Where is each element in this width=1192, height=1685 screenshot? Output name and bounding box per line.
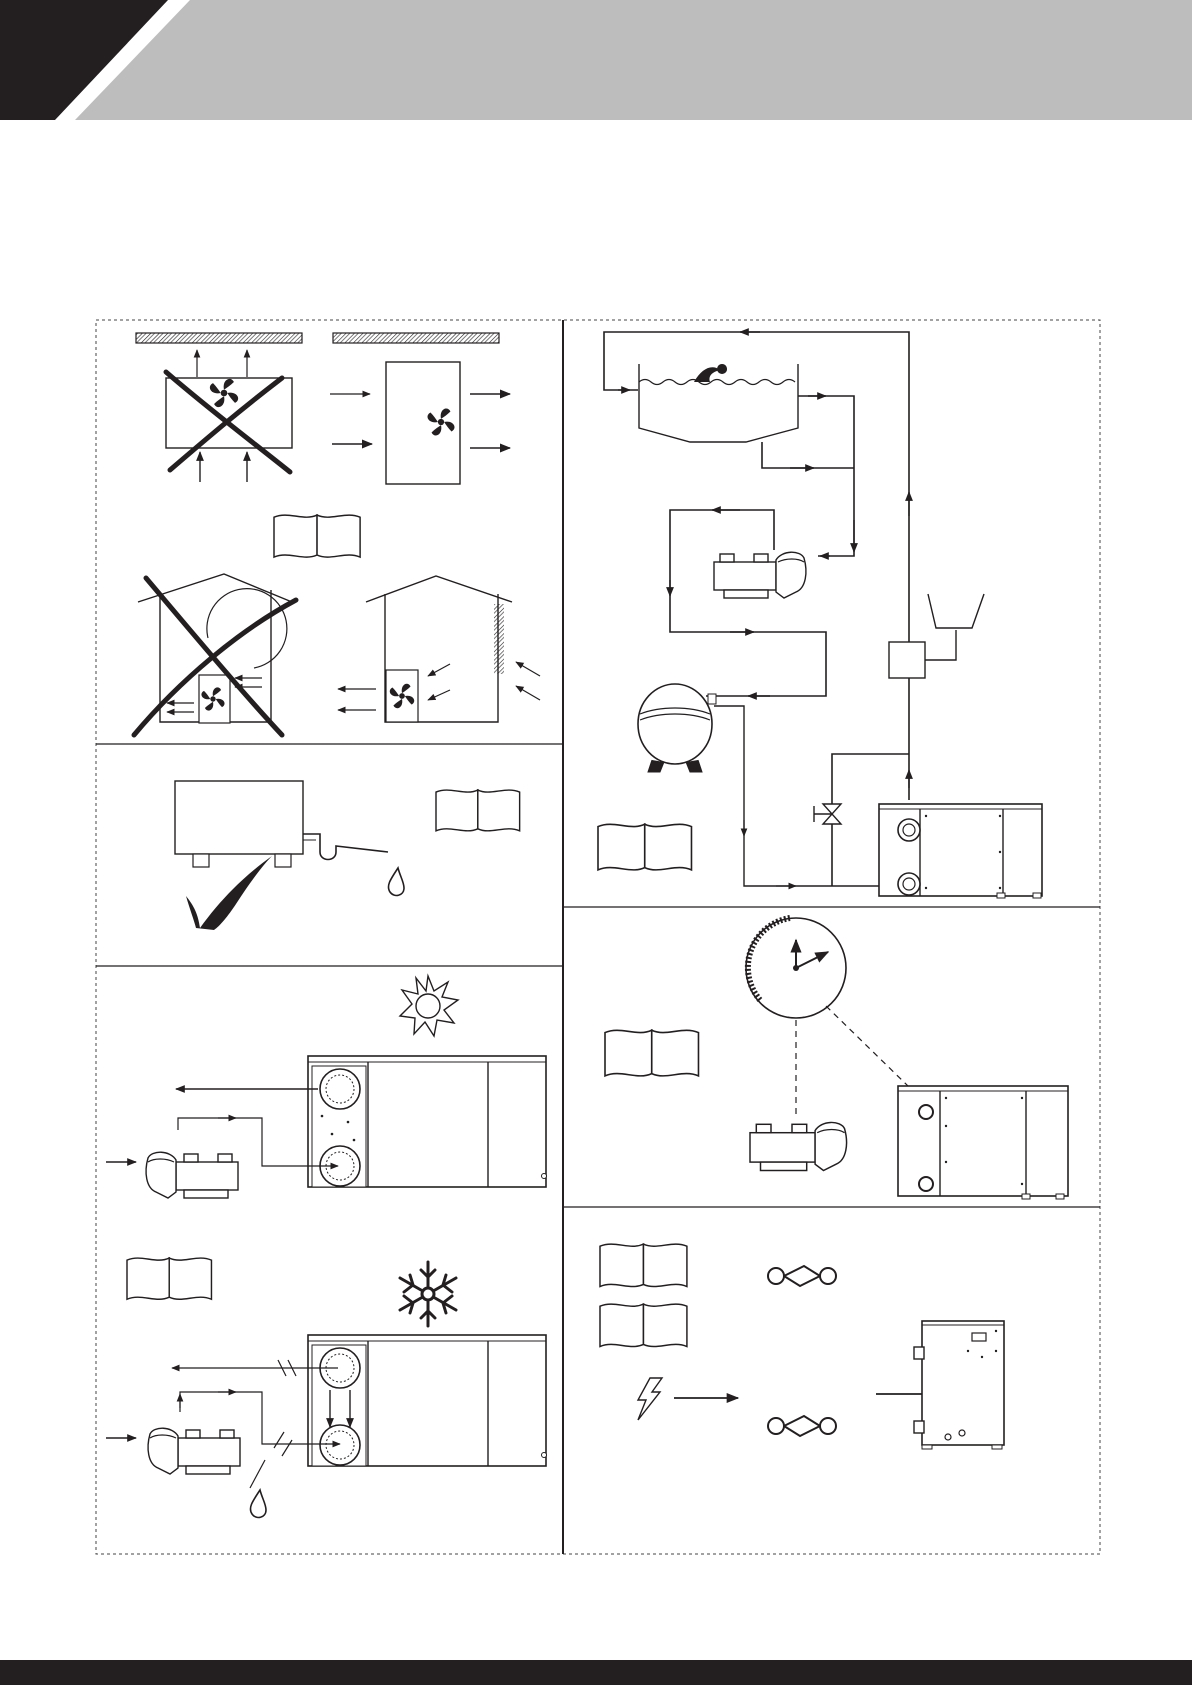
heat-pump-icon xyxy=(879,804,1042,898)
wall-hatch-icon xyxy=(494,604,504,674)
manual-book-icon xyxy=(600,1304,687,1346)
pump-icon xyxy=(146,1152,238,1198)
drain-pipe-icon xyxy=(303,834,388,860)
heat-pump-back-icon xyxy=(914,1321,1004,1449)
wall-hatch-icon xyxy=(136,333,302,343)
panel-electrical-connection xyxy=(600,1244,1004,1449)
panel-condensate-drain xyxy=(175,781,520,930)
pump-icon xyxy=(750,1122,847,1170)
cable-gland-icon xyxy=(768,1266,836,1286)
sun-icon xyxy=(400,976,458,1036)
panel-timer-control xyxy=(605,918,1068,1199)
filter-tank-icon xyxy=(638,684,716,772)
chemical-dispenser-icon xyxy=(928,594,984,628)
snowflake-icon xyxy=(400,1262,456,1326)
heat-pump-icon xyxy=(308,1335,547,1466)
heat-pump-icon xyxy=(898,1086,1068,1199)
panel-airflow-clearance xyxy=(134,333,540,735)
panel-pool-circuit xyxy=(598,332,1042,898)
manual-book-icon xyxy=(600,1244,687,1286)
panel-heating-cooling-connection xyxy=(106,976,547,1517)
heat-pump-icon xyxy=(308,1056,547,1187)
clock-icon xyxy=(746,918,846,1018)
header-band xyxy=(75,0,1192,120)
pump-icon xyxy=(714,552,806,598)
water-drop-icon xyxy=(250,1490,266,1517)
footer-band xyxy=(0,1660,1192,1685)
lightning-icon xyxy=(638,1378,662,1420)
cable-gland-icon xyxy=(768,1416,836,1436)
wall-hatch-icon xyxy=(333,333,499,343)
manual-book-icon xyxy=(598,824,691,870)
pump-icon xyxy=(148,1428,240,1474)
manual-book-icon xyxy=(127,1258,211,1299)
pool-icon xyxy=(639,364,798,442)
manual-book-icon xyxy=(274,515,360,557)
manual-book-icon xyxy=(605,1030,698,1076)
manual-book-icon xyxy=(436,790,520,831)
valve-icon xyxy=(814,804,841,824)
water-drop-icon xyxy=(388,868,404,895)
